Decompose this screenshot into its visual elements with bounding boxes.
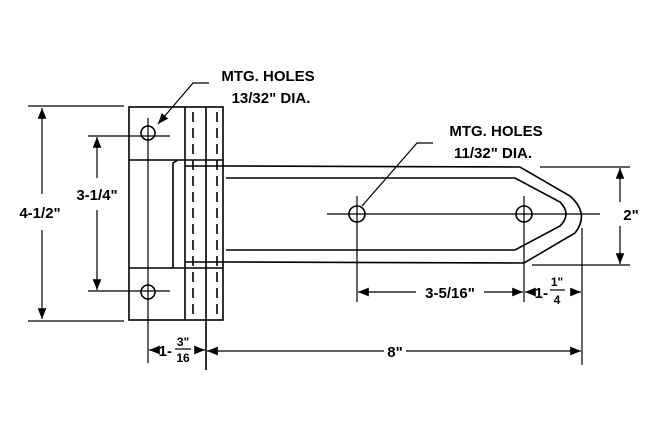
svg-text:1": 1" (551, 275, 563, 289)
callout-large-holes: MTG. HOLES 13/32" DIA. (157, 68, 315, 125)
svg-text:13/32" DIA.: 13/32" DIA. (232, 90, 311, 107)
svg-text:4-1/2": 4-1/2" (19, 205, 60, 222)
dim-strap-hole-spacing: 3-5/16" (358, 285, 523, 302)
svg-text:3-1/4": 3-1/4" (76, 187, 117, 204)
svg-text:MTG. HOLES: MTG. HOLES (221, 68, 314, 85)
svg-text:11/32" DIA.: 11/32" DIA. (454, 145, 532, 162)
hinge-leaf-plate (128, 106, 224, 370)
dim-strap-length: 8" (207, 344, 581, 361)
dim-overall-height: 4-1/2" (19, 108, 61, 319)
svg-text:2": 2" (623, 207, 638, 224)
svg-text:16: 16 (176, 351, 190, 365)
svg-text:MTG. HOLES: MTG. HOLES (449, 123, 542, 140)
callout-small-holes: MTG. HOLES 11/32" DIA. (361, 123, 543, 207)
dim-hole-spacing-vertical: 3-1/4" (76, 137, 118, 290)
dim-strap-width: 2" (615, 168, 639, 264)
dim-hole-to-tip: 1- 1" 4 (525, 275, 581, 307)
svg-text:3": 3" (177, 335, 189, 349)
dim-hole-to-knuckle: 1- 3" 16 (149, 335, 205, 365)
svg-text:4: 4 (554, 293, 561, 307)
svg-text:1-: 1- (159, 343, 172, 360)
svg-text:8": 8" (387, 344, 402, 361)
svg-text:3-5/16": 3-5/16" (425, 285, 475, 302)
svg-text:1-: 1- (535, 285, 548, 302)
